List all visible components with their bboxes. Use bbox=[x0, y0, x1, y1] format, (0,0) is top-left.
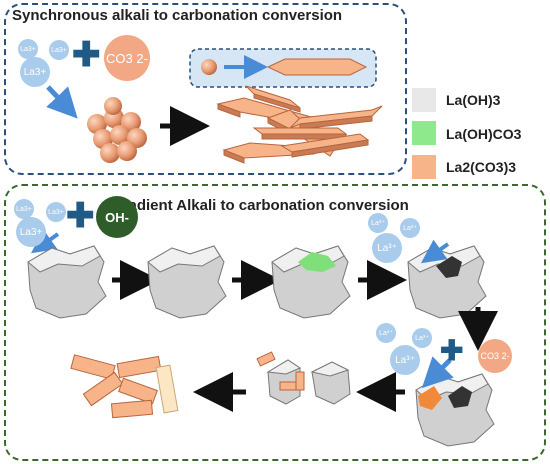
la-ion: La3+ bbox=[49, 40, 69, 60]
hydroxide-label: OH- bbox=[105, 209, 129, 225]
blue-arrow-down bbox=[46, 85, 78, 119]
inset-rod bbox=[266, 58, 368, 76]
gradient-panel bbox=[4, 184, 546, 461]
nanorod-plates bbox=[216, 85, 383, 164]
la-ion: La3+ bbox=[16, 217, 46, 247]
la-ion-label: La3+ bbox=[19, 226, 43, 238]
la-ion-label: La³⁺ bbox=[371, 220, 385, 227]
grain-5 bbox=[415, 373, 495, 447]
grain-2 bbox=[147, 245, 227, 319]
la-ion: La3+ bbox=[46, 202, 66, 222]
grain-4 bbox=[407, 245, 487, 319]
la-ion-label: La3+ bbox=[48, 208, 64, 216]
plus-sign-top: ✚ bbox=[72, 36, 101, 74]
la-ion: La³⁺ bbox=[372, 233, 402, 263]
la-ion-label: La³⁺ bbox=[415, 335, 429, 342]
plus-sign-grain5: ✚ bbox=[440, 335, 464, 366]
legend-label-la-oh3: La(OH)3 bbox=[446, 92, 501, 108]
hydroxide-ion: OH- bbox=[96, 196, 138, 238]
carbonate-ion-bottom: CO3 2- bbox=[478, 339, 512, 373]
la2co33-patch bbox=[418, 386, 442, 410]
la-ion-label: La³⁺ bbox=[379, 330, 393, 337]
la-ion: La³⁺ bbox=[390, 345, 420, 375]
synchronous-panel bbox=[4, 3, 407, 175]
blue-arrow-grain5 bbox=[421, 356, 454, 389]
inset-particle bbox=[201, 59, 217, 75]
la-ion: La3+ bbox=[18, 39, 38, 59]
la-ion-label: La3+ bbox=[16, 205, 32, 213]
legend-swatch-la2-co3-3 bbox=[412, 155, 436, 179]
blue-arrow-bottom-left bbox=[30, 229, 60, 254]
la-ion-label: La³⁺ bbox=[403, 225, 417, 232]
carbonate-label-top: CO3 2- bbox=[106, 50, 148, 66]
synchronous-title: Synchronous alkali to carbonation conver… bbox=[12, 7, 343, 24]
la-oh-co3-patch bbox=[298, 252, 336, 272]
final-rods bbox=[70, 354, 179, 419]
la-ion: La³⁺ bbox=[412, 328, 432, 348]
la-ion: La3+ bbox=[14, 199, 34, 219]
plus-sign-bottom: ✚ bbox=[66, 197, 95, 235]
grain-1 bbox=[27, 245, 107, 319]
carbonate-ion-top: CO3 2- bbox=[104, 35, 150, 81]
blue-arrow-grain4 bbox=[420, 239, 450, 264]
la-ion: La³⁺ bbox=[368, 213, 388, 233]
crack-2 bbox=[448, 386, 472, 408]
la-ion: La³⁺ bbox=[376, 323, 396, 343]
nanoparticle-cluster bbox=[87, 97, 147, 163]
gradient-title: Gradient Alkali to carbonation conversio… bbox=[111, 197, 409, 214]
la-ion-label: La3+ bbox=[20, 45, 36, 53]
grain-3 bbox=[271, 245, 351, 319]
la-ion: La³⁺ bbox=[400, 218, 420, 238]
la-ion-label: La3+ bbox=[23, 66, 47, 78]
legend-label-la-oh-co3: La(OH)CO3 bbox=[446, 126, 522, 142]
la-ion-label: La3+ bbox=[51, 46, 67, 54]
crack bbox=[436, 256, 462, 278]
la-ion: La3+ bbox=[20, 57, 50, 87]
legend-swatch-la-oh-co3 bbox=[412, 121, 436, 145]
la-ion-label: La³⁺ bbox=[377, 242, 397, 254]
legend-label-la2-co3-3: La2(CO3)3 bbox=[446, 159, 517, 175]
carbonate-label-bottom: CO3 2- bbox=[480, 351, 510, 361]
la-ion-label: La³⁺ bbox=[395, 354, 415, 366]
legend-swatch-la-oh3 bbox=[412, 88, 436, 112]
grain-6 bbox=[256, 351, 351, 405]
